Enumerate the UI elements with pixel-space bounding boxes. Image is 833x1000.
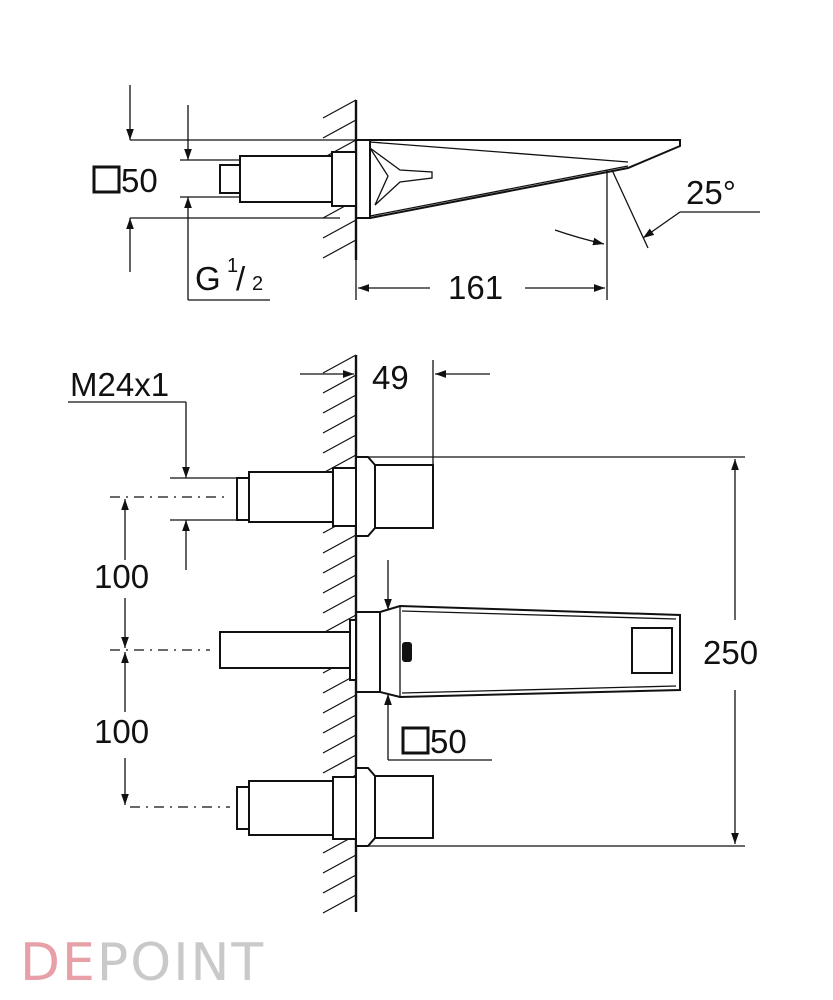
spout-square-dimension: 50	[384, 560, 492, 761]
top-length-dimension: 161	[355, 170, 608, 306]
height-label: 250	[703, 634, 758, 671]
top-square-label: 50	[121, 162, 158, 199]
watermark-prefix: DE	[20, 933, 97, 993]
thread-g-label: G	[195, 260, 221, 297]
angle-label: 25°	[686, 174, 736, 211]
spacing-upper-label: 100	[94, 558, 149, 595]
spout-length-label: 161	[448, 269, 503, 306]
top-angle-dimension: 25°	[554, 169, 760, 249]
thread-denominator: 2	[252, 273, 263, 295]
top-spout	[356, 139, 681, 219]
thread-m24-dimension: M24x1	[68, 366, 237, 570]
watermark-logo: DEPOINT	[20, 933, 265, 993]
thread-numerator: 1	[227, 255, 238, 277]
m24-label: M24x1	[70, 366, 169, 403]
top-square-dimension: 50	[92, 85, 356, 300]
square-symbol-icon	[92, 165, 121, 194]
svg-text:DEPOINT: DEPOINT	[20, 933, 265, 993]
depth-dimension: 49	[300, 359, 490, 465]
spacing-dimension: 100 100	[94, 499, 149, 805]
top-view: 50 G 1 / 2 161 25°	[92, 85, 760, 306]
spout-square-label: 50	[430, 723, 467, 760]
square-symbol-icon	[401, 726, 430, 755]
watermark-suffix: POINT	[97, 933, 265, 993]
top-pipe	[219, 151, 357, 207]
lower-handle	[236, 767, 434, 847]
spacing-lower-label: 100	[94, 713, 149, 750]
top-thread-dimension: G 1 / 2	[188, 255, 270, 301]
front-view: M24x1 49 100 100 250	[68, 354, 758, 914]
front-spout	[219, 604, 681, 699]
depth-label: 49	[372, 359, 409, 396]
height-dimension: 250	[368, 456, 758, 847]
upper-handle	[236, 456, 434, 537]
brand-logo-icon	[402, 642, 412, 662]
svg-text:/: /	[236, 260, 246, 297]
